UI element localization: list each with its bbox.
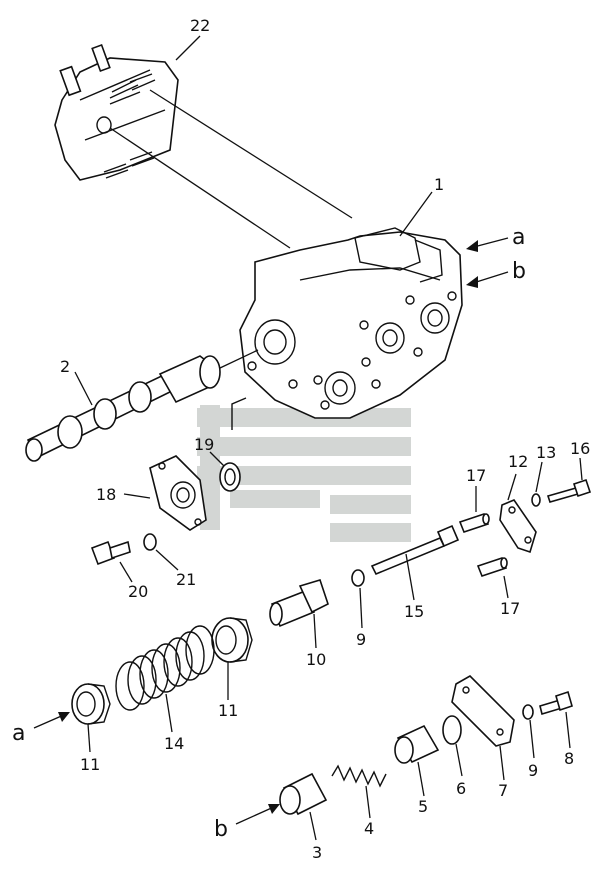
callout-10: 10: [306, 650, 326, 669]
part-17-pin-upper: [458, 486, 490, 533]
part-1-valve-body: [231, 191, 463, 430]
callout-22: 22: [190, 16, 210, 35]
callout-15: 15: [404, 602, 424, 621]
arrow-a-top: a: [466, 225, 525, 252]
callout-20: 20: [128, 582, 148, 601]
callout-8: 8: [564, 749, 574, 768]
callout-14: 14: [164, 734, 184, 753]
part-10-sleeve: [269, 579, 329, 649]
part-3-piston: [279, 772, 328, 841]
part-12-plate: [499, 473, 537, 554]
part-19-o-ring: [209, 451, 241, 492]
part-6-o-ring: [442, 715, 463, 777]
callout-13: 13: [536, 443, 556, 462]
part-9-washer-upper: [351, 569, 365, 629]
arrow-label-a-bottom: a: [12, 721, 25, 746]
callout-16: 16: [570, 439, 590, 458]
part-17-pin-lower: [476, 557, 509, 599]
callout-7: 7: [498, 781, 508, 800]
part-2-spool: [25, 349, 259, 462]
arrow-b-top: b: [466, 259, 526, 288]
watermark-logo: [197, 405, 411, 542]
callout-6: 6: [456, 779, 466, 798]
callout-21: 21: [176, 570, 196, 589]
part-14-spring: [115, 625, 215, 733]
callout-9-upper: 9: [356, 630, 366, 649]
callout-12: 12: [508, 452, 528, 471]
callout-19: 19: [194, 435, 214, 454]
part-16-bolt: [546, 457, 592, 503]
callout-1: 1: [434, 175, 444, 194]
part-13-washer: [531, 461, 543, 507]
part-18-cover-plate: [123, 455, 207, 531]
arrow-label-b-top: b: [512, 259, 526, 284]
part-4-spring: [331, 764, 387, 819]
part-21-washer: [143, 533, 179, 571]
callout-11-right: 11: [218, 701, 238, 720]
part-5-piston: [394, 724, 440, 797]
arrow-label-b-bottom: b: [214, 817, 228, 842]
arrow-label-a-top: a: [512, 225, 525, 250]
callout-17-lower: 17: [500, 599, 520, 618]
callout-4: 4: [364, 819, 374, 838]
callout-11-left: 11: [80, 755, 100, 774]
part-22-valve-cover: [54, 43, 353, 249]
arrow-a-bottom: a: [12, 712, 70, 746]
callout-18: 18: [96, 485, 116, 504]
arrow-b-bottom: b: [214, 804, 280, 842]
part-15-long-bolt: [370, 524, 460, 601]
part-8-bolt: [539, 690, 573, 749]
part-11-retainer-left: [71, 683, 111, 753]
callout-2: 2: [60, 357, 70, 376]
callout-9-lower: 9: [528, 761, 538, 780]
part-9-washer-lower: [522, 704, 535, 759]
callout-5: 5: [418, 797, 428, 816]
part-11-retainer-right: [211, 617, 253, 700]
callout-3: 3: [312, 843, 322, 862]
part-20-bolt: [90, 540, 133, 583]
part-7-end-plate: [451, 675, 515, 781]
callout-17-upper: 17: [466, 466, 486, 485]
